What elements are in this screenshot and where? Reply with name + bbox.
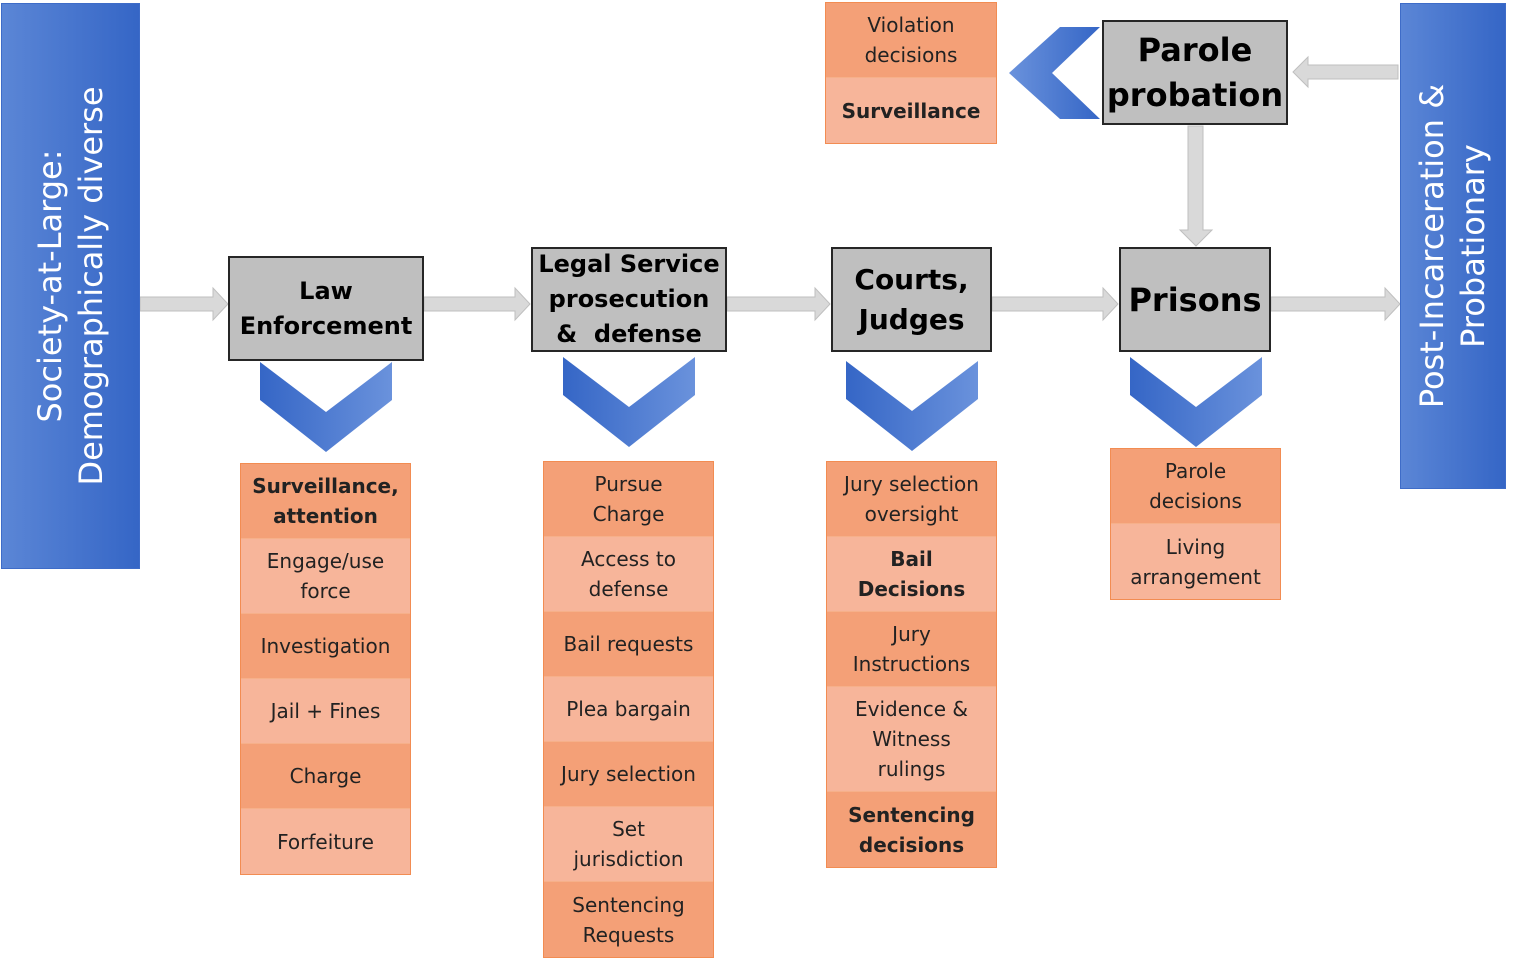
list-item: Jury selection [544, 742, 713, 807]
society-at-large-label: Society-at-Large: Demographically divers… [30, 86, 110, 486]
list-item: Violation decisions [826, 3, 996, 78]
list-item: Bail Decisions [827, 537, 996, 612]
list-item: Investigation [241, 614, 410, 679]
arrow-prisons-to-post [1270, 286, 1401, 322]
list-item: Jury selection oversight [827, 462, 996, 537]
list-item: Access to defense [544, 537, 713, 612]
chevron-down-icon [846, 361, 978, 451]
post-incarceration-label: Post-Incarceration & Probationary [1413, 83, 1492, 409]
list-item: Sentencing Requests [544, 882, 713, 957]
list-item: Living arrangement [1111, 524, 1280, 599]
arrow-parole-to-prisons [1178, 125, 1214, 247]
list-item: Evidence & Witness rulings [827, 687, 996, 792]
stage-legal-service: Legal Service prosecution & defense [531, 247, 727, 352]
arrow-legal-to-courts [726, 286, 831, 322]
list-item: Sentencing decisions [827, 792, 996, 867]
list-item: Forfeiture [241, 809, 410, 874]
stage-parole-probation: Parole probation [1102, 20, 1288, 125]
stage-courts-judges: Courts, Judges [831, 247, 992, 352]
arrow-post-to-parole [1292, 55, 1399, 89]
list-item: Jury Instructions [827, 612, 996, 687]
list-item: Charge [241, 744, 410, 809]
post-incarceration-bar: Post-Incarceration & Probationary [1400, 3, 1506, 489]
society-at-large-bar: Society-at-Large: Demographically divers… [1, 3, 140, 569]
list-item: Jail + Fines [241, 679, 410, 744]
arrow-society-to-law [139, 286, 229, 322]
arrow-law-to-legal [423, 286, 531, 322]
chevron-left-icon [1009, 27, 1100, 119]
list-item: Engage/use force [241, 539, 410, 614]
arrow-courts-to-prisons [991, 286, 1119, 322]
list-item: Pursue Charge [544, 462, 713, 537]
stage-prisons: Prisons [1119, 247, 1271, 352]
list-item: Bail requests [544, 612, 713, 677]
chevron-down-icon [1130, 357, 1262, 447]
stage-law-enforcement: Law Enforcement [228, 256, 424, 361]
list-item: Parole decisions [1111, 449, 1280, 524]
chevron-down-icon [260, 362, 392, 452]
list-item: Surveillance, attention [241, 464, 410, 539]
list-item: Surveillance [826, 78, 996, 143]
list-item: Set jurisdiction [544, 807, 713, 882]
list-item: Plea bargain [544, 677, 713, 742]
chevron-down-icon [563, 357, 695, 447]
